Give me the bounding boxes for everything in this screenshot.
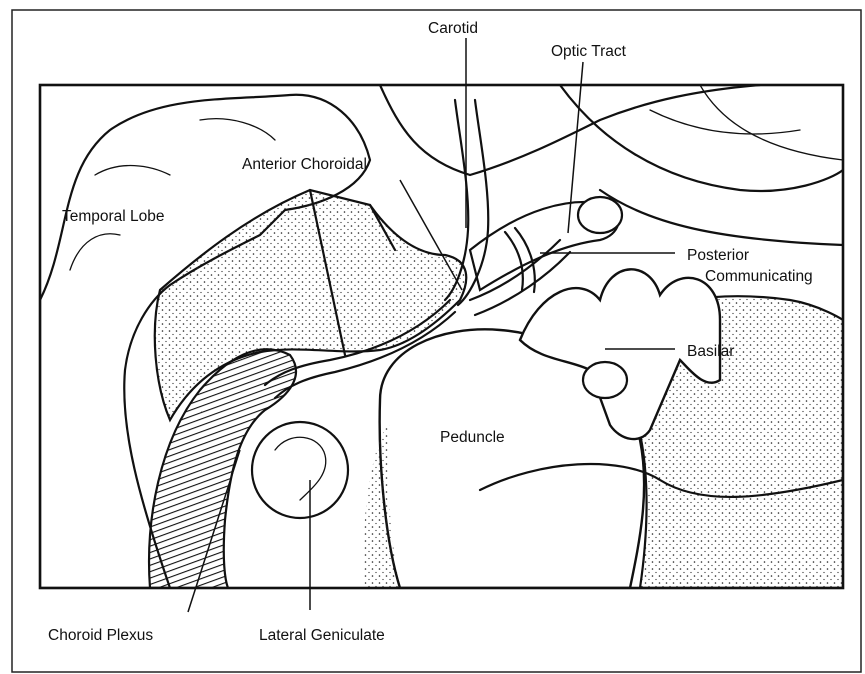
label-anterior-choroidal: Anterior Choroidal (242, 156, 367, 173)
illustration (40, 85, 843, 588)
label-lateral-geniculate: Lateral Geniculate (259, 627, 385, 644)
label-posterior-communicating-1: Posterior (687, 247, 749, 264)
label-basilar: Basilar (687, 343, 734, 360)
label-optic-tract: Optic Tract (551, 43, 627, 60)
lateral-geniculate-shape (252, 422, 348, 518)
label-peduncle: Peduncle (440, 429, 505, 446)
label-carotid: Carotid (428, 20, 478, 37)
label-temporal-lobe: Temporal Lobe (62, 208, 165, 225)
label-posterior-communicating-2: Communicating (705, 268, 813, 285)
label-choroid-plexus: Choroid Plexus (48, 627, 153, 644)
